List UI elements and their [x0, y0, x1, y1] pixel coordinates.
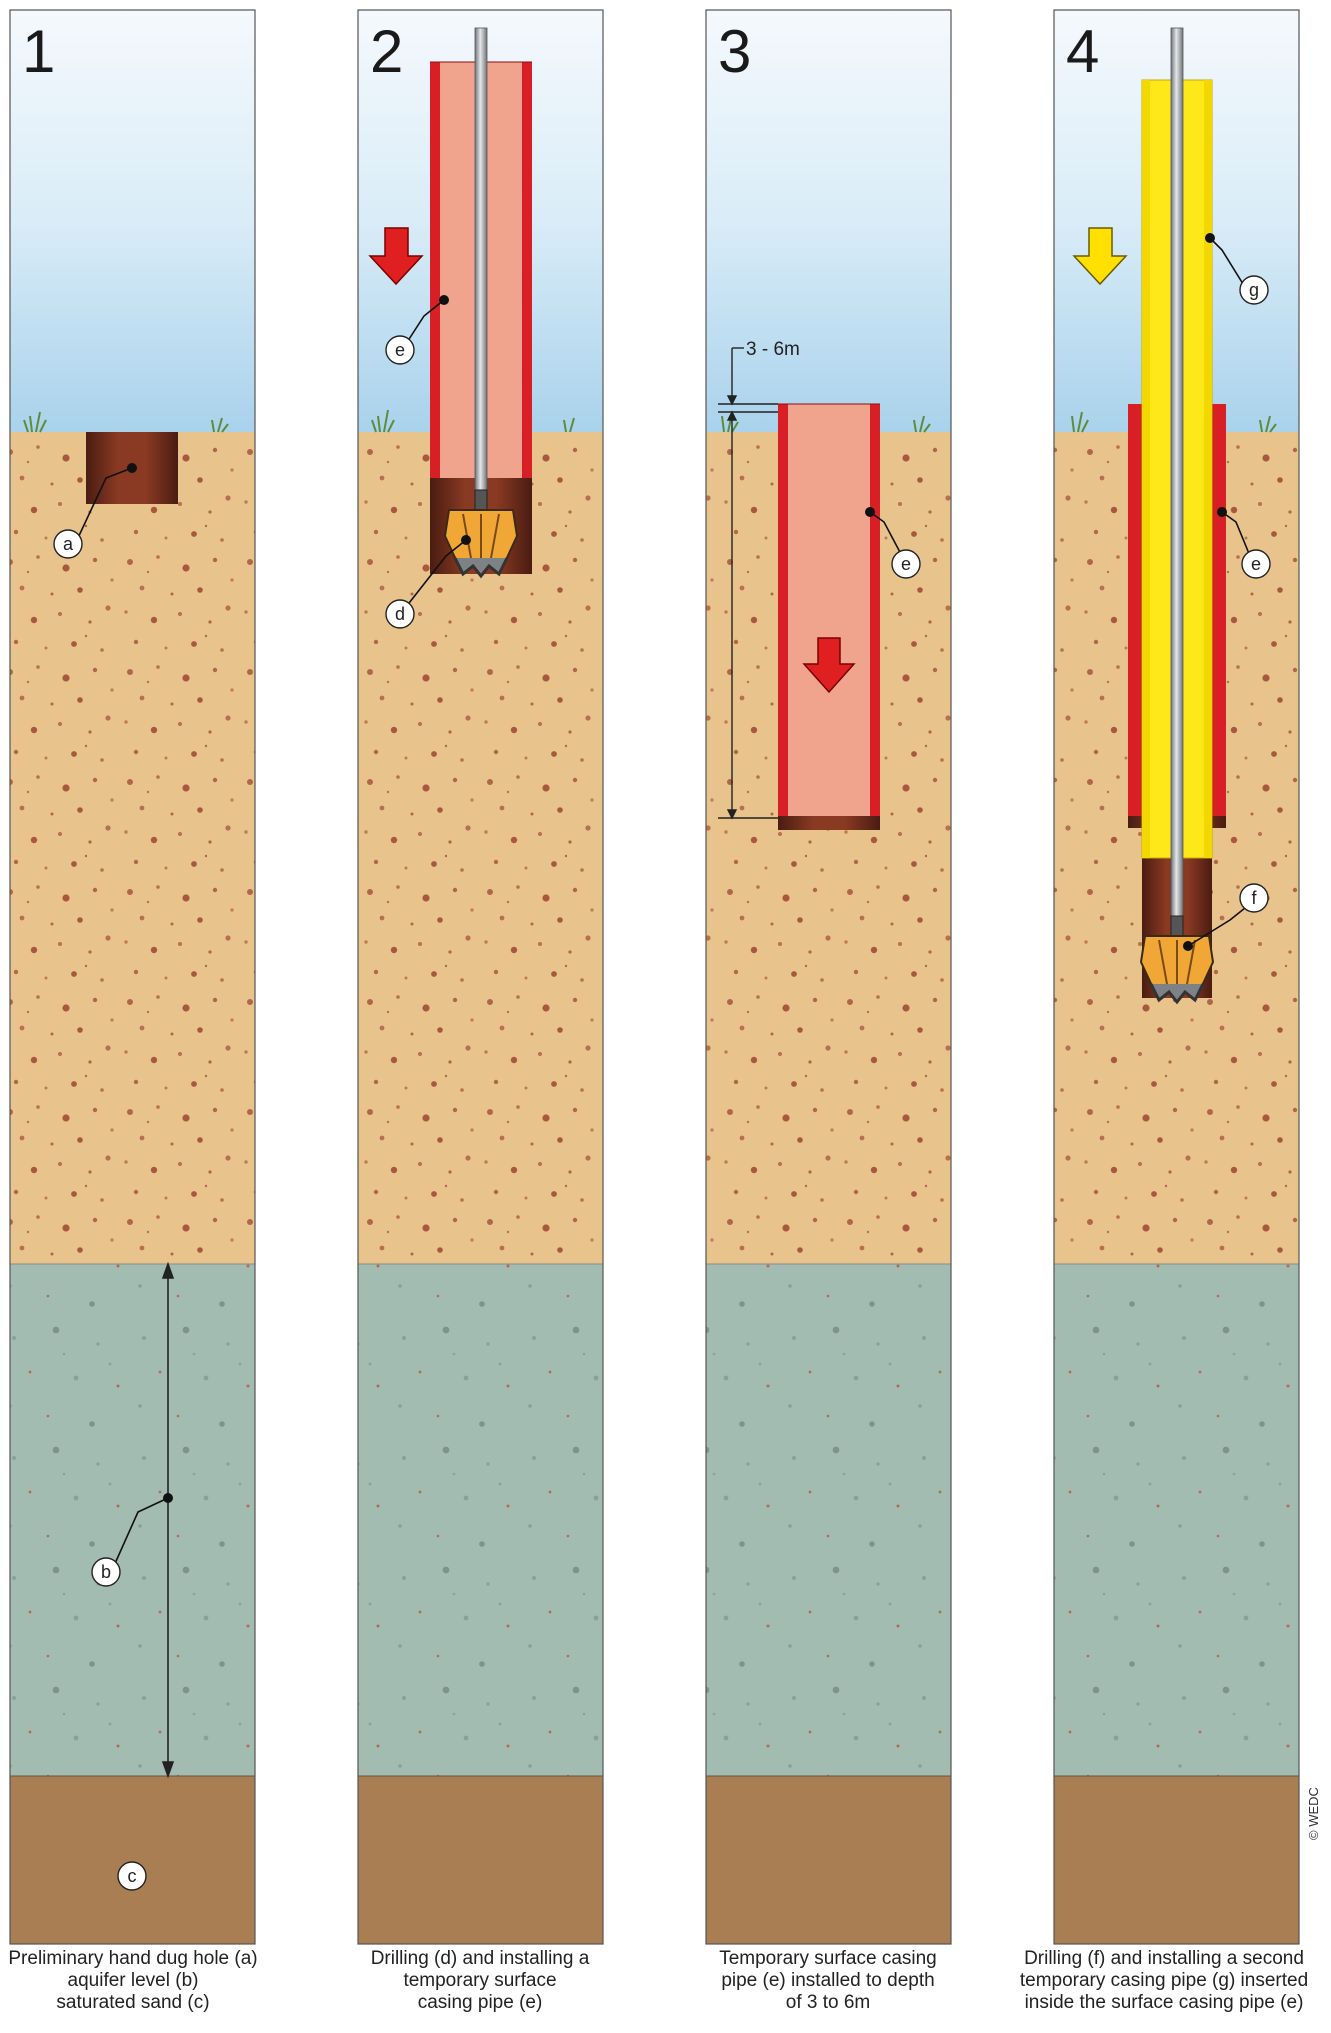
- svg-text:e: e: [901, 554, 911, 574]
- copyright: © WEDC: [1306, 1787, 1321, 1840]
- panel-3-bedrock: [706, 1776, 951, 1944]
- panel-number: 3: [718, 18, 751, 85]
- panel-4-bedrock: [1054, 1776, 1299, 1944]
- panel-2-bedrock: [358, 1776, 603, 1944]
- panel-1-caption: Preliminary hand dug hole (a) aquifer le…: [0, 1948, 298, 2014]
- panel-1: 1: [10, 10, 255, 1944]
- surface-casing-pipe: [778, 404, 880, 816]
- svg-text:e: e: [1251, 554, 1261, 574]
- panel-4-aquifer: [1054, 1264, 1299, 1776]
- panel-2: 2: [358, 10, 603, 1944]
- panel-2-caption: Drilling (d) and installing a temporary …: [315, 1948, 645, 2014]
- panel-3-aquifer: [706, 1264, 951, 1776]
- depth-label: 3 - 6m: [746, 339, 800, 360]
- panel-2-aquifer: [358, 1264, 603, 1776]
- svg-text:c: c: [128, 1866, 137, 1886]
- panel-1-sand: [10, 432, 255, 1264]
- drill-rod: [1171, 28, 1183, 926]
- svg-text:d: d: [395, 604, 405, 624]
- casing-hole-bottom: [778, 814, 880, 830]
- panel-1-bedrock: [10, 1776, 255, 1944]
- panel-number: 4: [1066, 18, 1099, 85]
- panel-3: 3 - 6m 3: [706, 10, 951, 1944]
- panel-4-caption: Drilling (f) and installing a second tem…: [998, 1948, 1330, 2014]
- panel-number: 2: [370, 18, 403, 85]
- svg-text:e: e: [395, 340, 405, 360]
- drill-rod: [475, 28, 487, 498]
- panel-1-aquifer: [10, 1264, 255, 1776]
- svg-text:b: b: [101, 1562, 111, 1582]
- panel-3-caption: Temporary surface casing pipe (e) instal…: [663, 1948, 993, 2014]
- svg-text:g: g: [1249, 280, 1259, 300]
- svg-text:a: a: [63, 534, 74, 554]
- panel-number: 1: [22, 18, 55, 85]
